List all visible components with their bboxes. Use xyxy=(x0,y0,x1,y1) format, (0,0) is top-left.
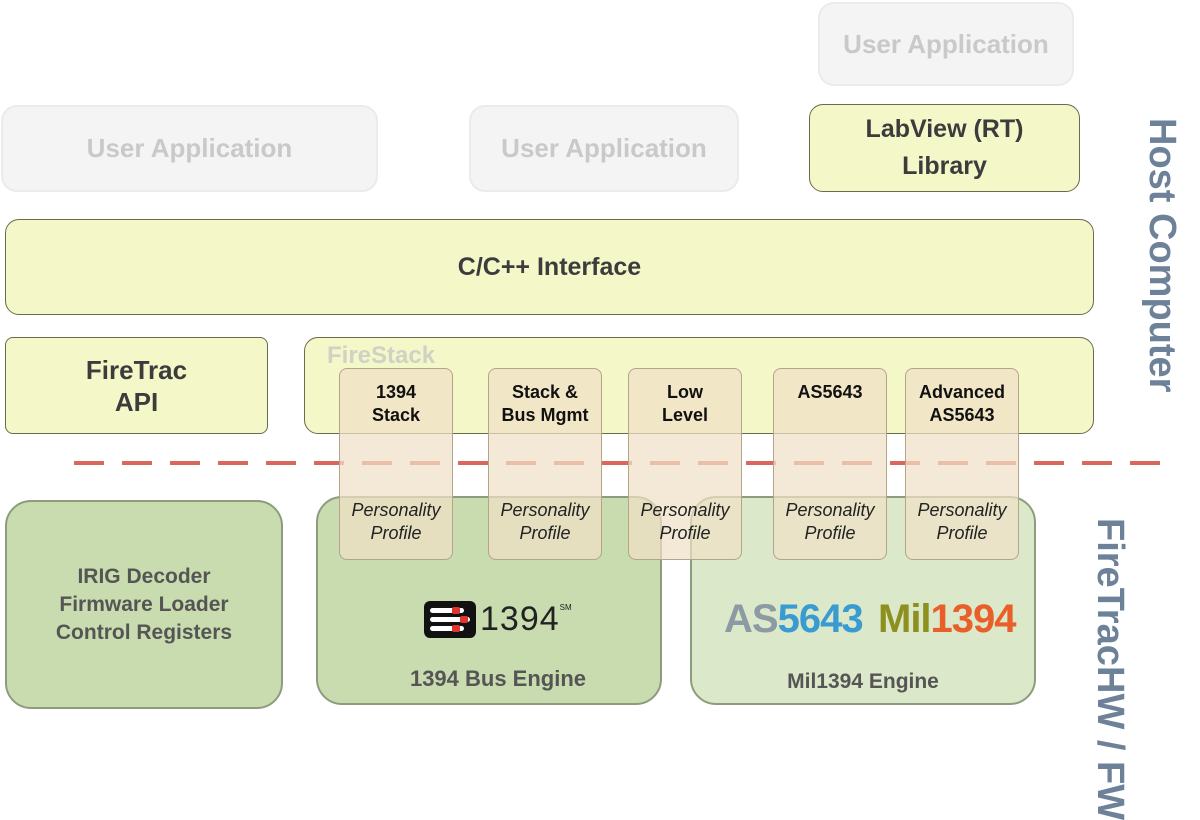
module-advanced-as5643: Advanced AS5643 Personality Profile xyxy=(905,368,1019,560)
personality-profile-label: Personality Profile xyxy=(785,500,875,543)
module-as5643: AS5643 Personality Profile xyxy=(773,368,887,560)
labview-label-line2: Library xyxy=(902,152,987,180)
control-registers-label: Control Registers xyxy=(55,620,233,644)
personality-profile-label: Personality Profile xyxy=(640,500,730,543)
user-application-label: User Application xyxy=(86,133,293,163)
user-application-box-top: User Application xyxy=(818,2,1074,86)
module-title: Stack & Bus Mgmt xyxy=(501,382,589,425)
firetrac-hwfw-label: FireTrac HW / FW xyxy=(1089,518,1131,820)
module-title: AS5643 xyxy=(797,382,863,402)
labview-library-box: LabView (RT) Library xyxy=(809,104,1080,192)
user-application-box-middle: User Application xyxy=(469,105,739,192)
cpp-interface-label: C/C++ Interface xyxy=(457,252,642,281)
user-application-label: User Application xyxy=(501,133,707,163)
irig-decoder-label: IRIG Decoder xyxy=(77,564,211,588)
personality-profile-label: Personality Profile xyxy=(351,500,441,543)
firetrac-api-line1: FireTrac xyxy=(85,354,188,385)
labview-label-line1: LabView (RT) xyxy=(865,115,1024,143)
firmware-loader-label: Firmware Loader xyxy=(59,592,229,616)
firetrac-api-box: FireTrac API xyxy=(5,337,268,434)
logo-mil1394: Mil 1394 xyxy=(878,597,1017,642)
firewire-symbol-icon xyxy=(424,601,476,638)
module-title: Advanced AS5643 xyxy=(918,382,1006,425)
mil-engine-label: Mil1394 Engine xyxy=(787,670,939,693)
bus-engine-label: 1394 Bus Engine xyxy=(409,666,587,691)
logo-as5643: AS 5643 xyxy=(724,597,864,642)
host-computer-label: Host Computer xyxy=(1141,118,1183,393)
personality-profile-label: Personality Profile xyxy=(917,500,1007,543)
module-low-level: Low Level Personality Profile xyxy=(628,368,742,560)
cpp-interface-box: C/C++ Interface xyxy=(5,219,1094,315)
hw-fw-label: HW / FW xyxy=(1089,665,1131,820)
logo-1394-sm: SM xyxy=(559,603,572,612)
user-application-label: User Application xyxy=(843,28,1049,59)
firetrac-api-line2: API xyxy=(114,386,159,417)
module-title: Low Level xyxy=(661,382,709,425)
firetrac-label: FireTrac xyxy=(1089,518,1131,666)
as5643-part2: 5643 xyxy=(777,597,864,641)
as5643-part1: AS xyxy=(724,597,779,641)
module-1394-stack: 1394 Stack Personality Profile xyxy=(339,368,453,560)
module-title: 1394 Stack xyxy=(371,382,421,425)
logo-1394: 1394 SM xyxy=(424,600,572,639)
module-stack-bus-mgmt: Stack & Bus Mgmt Personality Profile xyxy=(488,368,602,560)
mil1394-part1: Mil xyxy=(878,597,932,641)
firestack-title: FireStack xyxy=(327,342,436,369)
irig-firmware-box: IRIG Decoder Firmware Loader Control Reg… xyxy=(5,500,283,709)
personality-profile-label: Personality Profile xyxy=(500,500,590,543)
user-application-box-left: User Application xyxy=(1,105,378,192)
mil1394-part2: 1394 xyxy=(930,597,1017,641)
logo-1394-text: 1394 xyxy=(480,600,560,638)
